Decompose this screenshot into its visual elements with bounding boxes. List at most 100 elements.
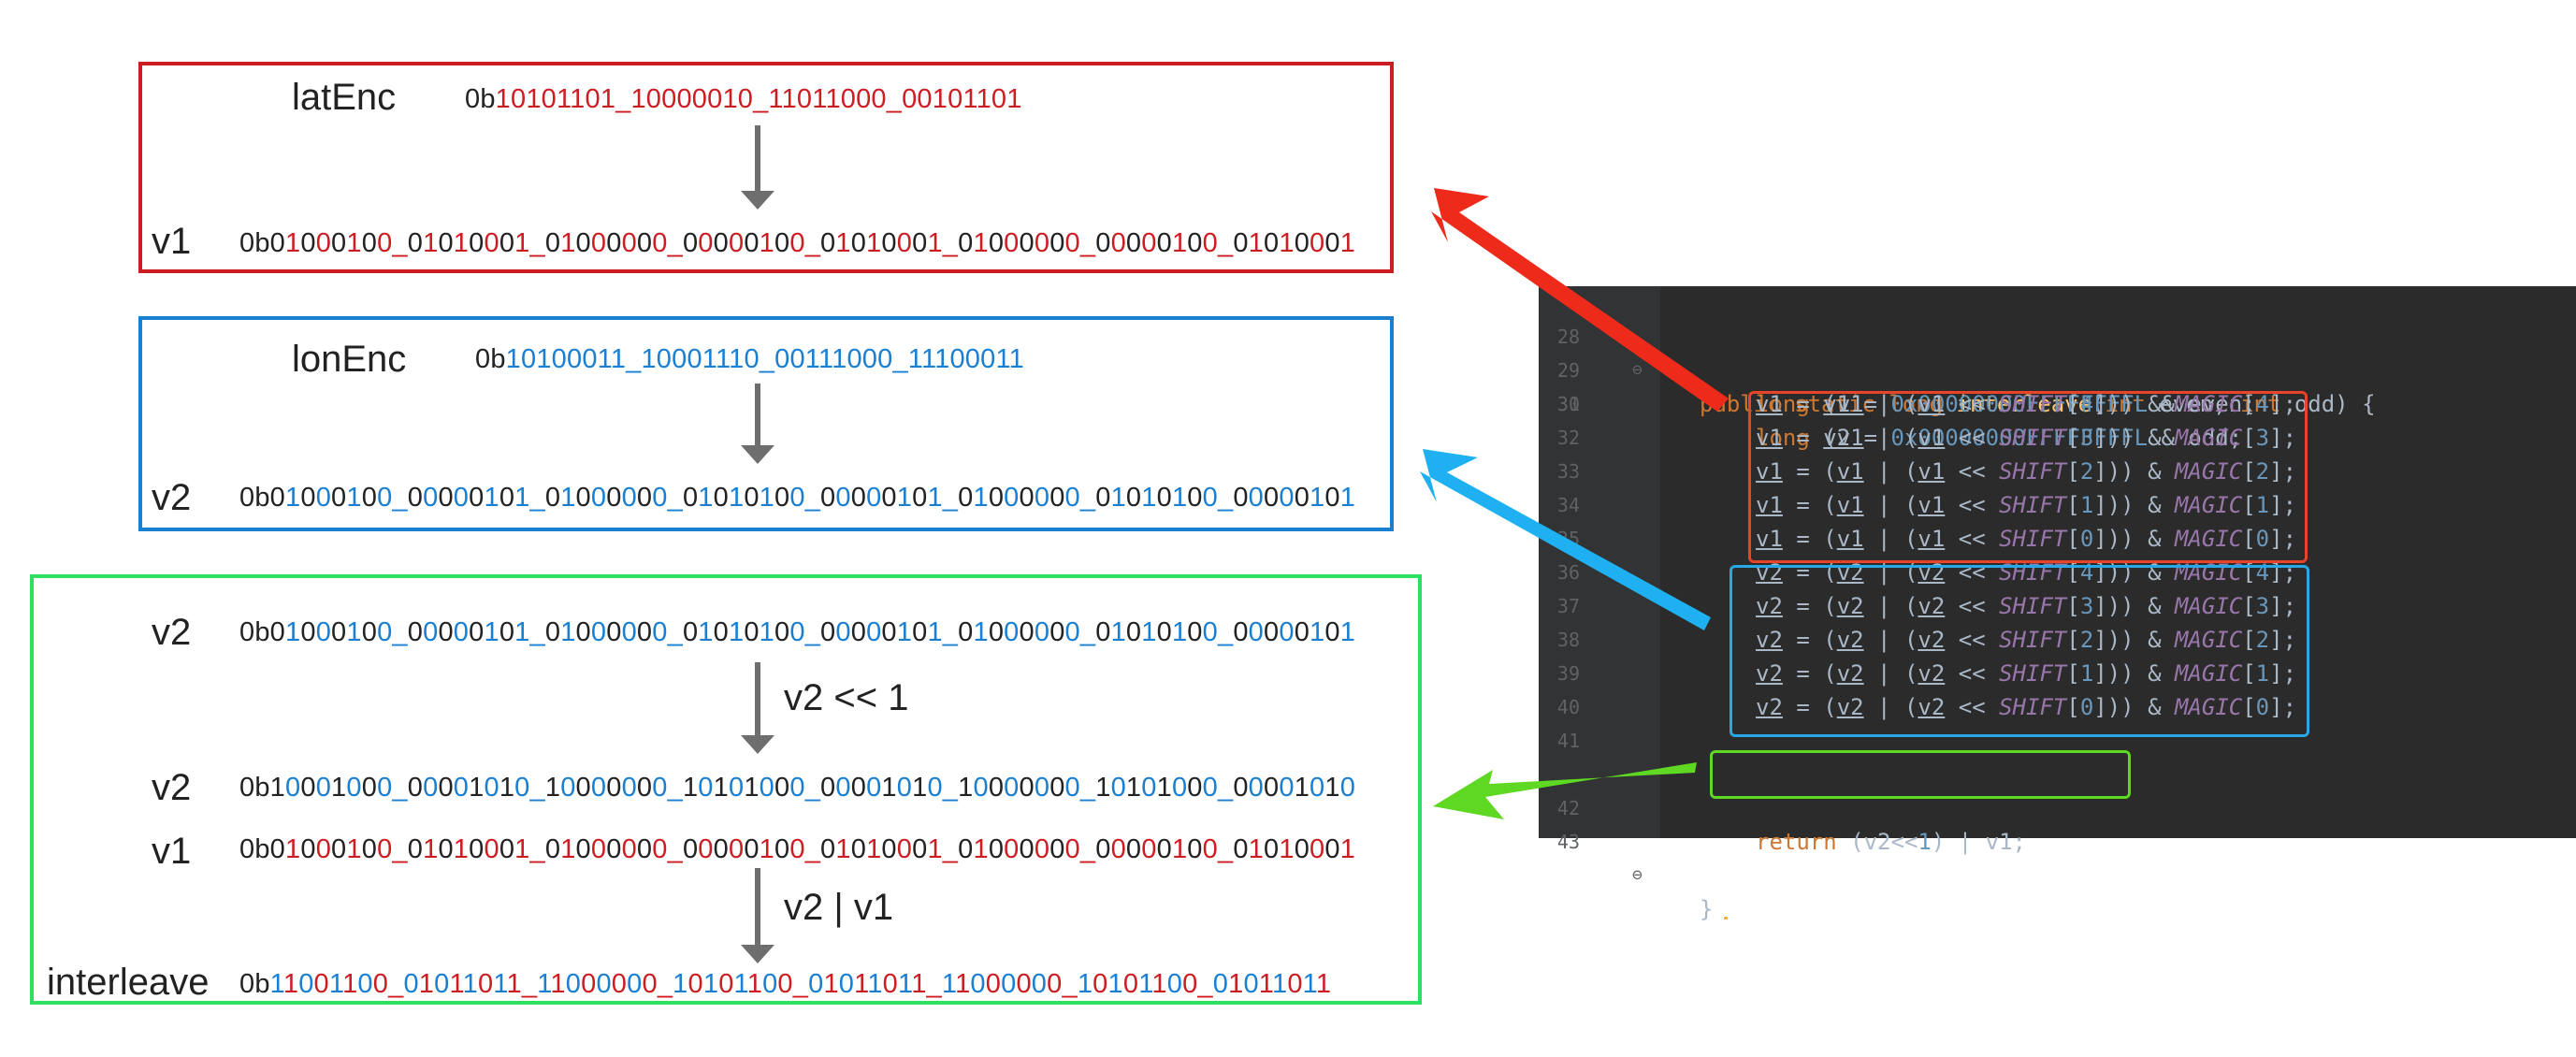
bit: 0: [1294, 617, 1310, 647]
bit: 0: [269, 617, 286, 647]
bit: 1: [1171, 617, 1188, 647]
bit: 0: [682, 834, 699, 864]
v1-label: v1: [152, 221, 192, 262]
bit: 0: [652, 483, 668, 513]
index-number: 1: [2255, 660, 2270, 687]
bit: 0: [958, 228, 974, 258]
bit: 0: [1110, 834, 1126, 864]
bit: 0: [1233, 617, 1249, 647]
bit: _: [804, 483, 821, 513]
bit: 1: [453, 834, 470, 864]
line-number: 38: [1556, 629, 1580, 651]
bit: 0: [1122, 969, 1139, 999]
combine-box: [30, 574, 1422, 1005]
bit: 1: [1310, 483, 1325, 513]
bit: _: [792, 969, 809, 999]
magic-const: MAGIC: [2174, 593, 2243, 619]
magic-const: MAGIC: [2174, 627, 2243, 653]
index-number: 3: [2079, 593, 2094, 619]
bit: 0: [866, 773, 882, 803]
bit: _: [1217, 773, 1234, 803]
shift-const: SHIFT: [1999, 425, 2067, 451]
bit: _: [942, 617, 959, 647]
bit: 0: [1202, 617, 1218, 647]
shift-const: SHIFT: [1999, 660, 2067, 687]
bit: 0: [835, 773, 851, 803]
bit: _: [392, 483, 408, 513]
line-number: 39: [1556, 662, 1580, 685]
bit: 1: [1107, 969, 1123, 999]
shift-const: SHIFT: [1999, 526, 2067, 552]
bit: 0: [1233, 228, 1249, 258]
bit: 1: [973, 228, 989, 258]
blue-connector-arrow: [1420, 449, 1711, 630]
bit: _: [1217, 617, 1234, 647]
bit: 0: [1182, 969, 1198, 999]
magic-const: MAGIC: [2174, 526, 2243, 552]
bit: 0: [478, 969, 494, 999]
bit: 1: [1258, 969, 1272, 999]
bit: 0: [1248, 773, 1265, 803]
bit: 0: [789, 617, 805, 647]
bit: 0: [621, 617, 637, 647]
bit: 1: [1310, 617, 1325, 647]
closing-brace: }: [1700, 896, 1714, 922]
lon-enc-bits: 0b10100011_10001110_00111000_11100011: [475, 344, 1024, 375]
bit: 0: [621, 834, 637, 864]
bit: 0: [1125, 483, 1142, 513]
bit: 0: [1294, 483, 1310, 513]
bit: 0: [1233, 483, 1249, 513]
bit: 1: [759, 834, 775, 864]
bit: 0: [789, 834, 805, 864]
bit: 0: [881, 834, 897, 864]
bit: 0: [1202, 773, 1218, 803]
bit: 0: [1125, 617, 1142, 647]
bit: 0: [407, 834, 424, 864]
bit: 0: [881, 483, 897, 513]
bit: 1: [1279, 834, 1295, 864]
fold-icon[interactable]: ⊖: [1632, 360, 1643, 380]
bit: 0: [300, 483, 316, 513]
v2-bits: 0b01000100_00000101_01000000_01010100_00…: [239, 483, 1355, 514]
bit: 1: [346, 617, 362, 647]
bit: 0: [315, 773, 332, 803]
bit: 0: [499, 834, 515, 864]
bit: 0: [1110, 773, 1126, 803]
bit: 1: [423, 834, 439, 864]
bit: 0: [1324, 228, 1340, 258]
code-line: 42 return (v2<<1) | v1;: [1539, 758, 2026, 855]
bit: 0: [774, 228, 790, 258]
bit: 0: [912, 617, 928, 647]
bit: 1: [896, 617, 913, 647]
bit: 1: [867, 969, 883, 999]
bit: 0: [544, 483, 561, 513]
bit: 1: [285, 483, 301, 513]
bit: 0: [269, 228, 286, 258]
fold-icon[interactable]: ⊖: [1632, 865, 1643, 885]
interleave-label: interleave: [47, 962, 210, 1003]
code-text: even,: [2145, 391, 2241, 417]
bit: 1: [728, 483, 745, 513]
bit: 1: [1324, 773, 1340, 803]
code-line: 43 ⊖ }: [1539, 791, 1714, 922]
interleave-value: 11001100_01011011_11000000_10101100_0101…: [270, 969, 1332, 999]
bit: 0: [774, 834, 790, 864]
bit: 1: [269, 773, 286, 803]
bit: 1: [1077, 969, 1093, 999]
bit: 1: [835, 228, 851, 258]
v2-shifted-label: v2: [152, 767, 192, 808]
bit: 0: [682, 228, 699, 258]
index-number: 0: [2079, 694, 2094, 720]
index-number: 0: [2255, 526, 2270, 552]
bit: 0: [1294, 834, 1310, 864]
bit: 0: [361, 834, 378, 864]
bit: 0: [912, 228, 928, 258]
bit: _: [529, 617, 545, 647]
bit: 0: [346, 773, 362, 803]
bit: 0: [1093, 969, 1108, 999]
bit: 1: [346, 228, 362, 258]
bits-prefix: 0b: [239, 773, 270, 803]
bit: 0: [590, 834, 607, 864]
bit: 0: [988, 773, 1005, 803]
index-number: 2: [2255, 458, 2270, 485]
